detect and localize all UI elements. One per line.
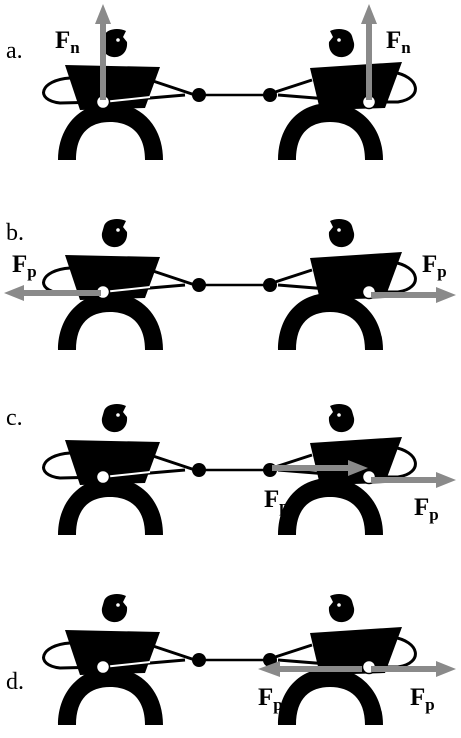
force-label-left: Fp xyxy=(258,684,283,714)
panel-b: b. Fp Fp xyxy=(4,217,456,352)
force-arrow-right xyxy=(371,472,456,488)
figure-right xyxy=(261,592,417,727)
force-label-left: Fp xyxy=(12,251,37,281)
force-arrow-middle xyxy=(272,460,368,476)
panel-label-a: a. xyxy=(6,38,23,64)
force-label-right: Fp xyxy=(414,494,439,524)
contact-point-left xyxy=(95,469,111,485)
force-arrow-left xyxy=(95,4,111,100)
force-label-right: Fn xyxy=(386,27,411,57)
panel-label-b: b. xyxy=(6,220,24,246)
contact-point-left xyxy=(95,659,111,675)
figure-left xyxy=(42,217,208,352)
force-label-right: Fp xyxy=(422,251,447,281)
panel-a: a. Fn Fn xyxy=(6,4,417,162)
force-arrow-left xyxy=(4,285,101,301)
panel-label-d: d. xyxy=(6,669,24,695)
panel-label-c: c. xyxy=(6,405,23,431)
panel-d: d. Fp Fp xyxy=(6,592,456,727)
force-label-middle: Fp xyxy=(264,486,289,516)
force-arrow-right xyxy=(361,4,377,100)
figure-left xyxy=(42,402,208,537)
panel-c: c. Fp Fp xyxy=(6,402,456,537)
force-arrow-left xyxy=(258,661,362,677)
force-arrow-right xyxy=(371,287,456,303)
force-label-right: Fp xyxy=(410,684,435,714)
force-arrow-right xyxy=(371,661,456,677)
figure-right xyxy=(261,217,417,352)
figure-left xyxy=(42,592,208,727)
force-label-left: Fn xyxy=(55,27,80,57)
